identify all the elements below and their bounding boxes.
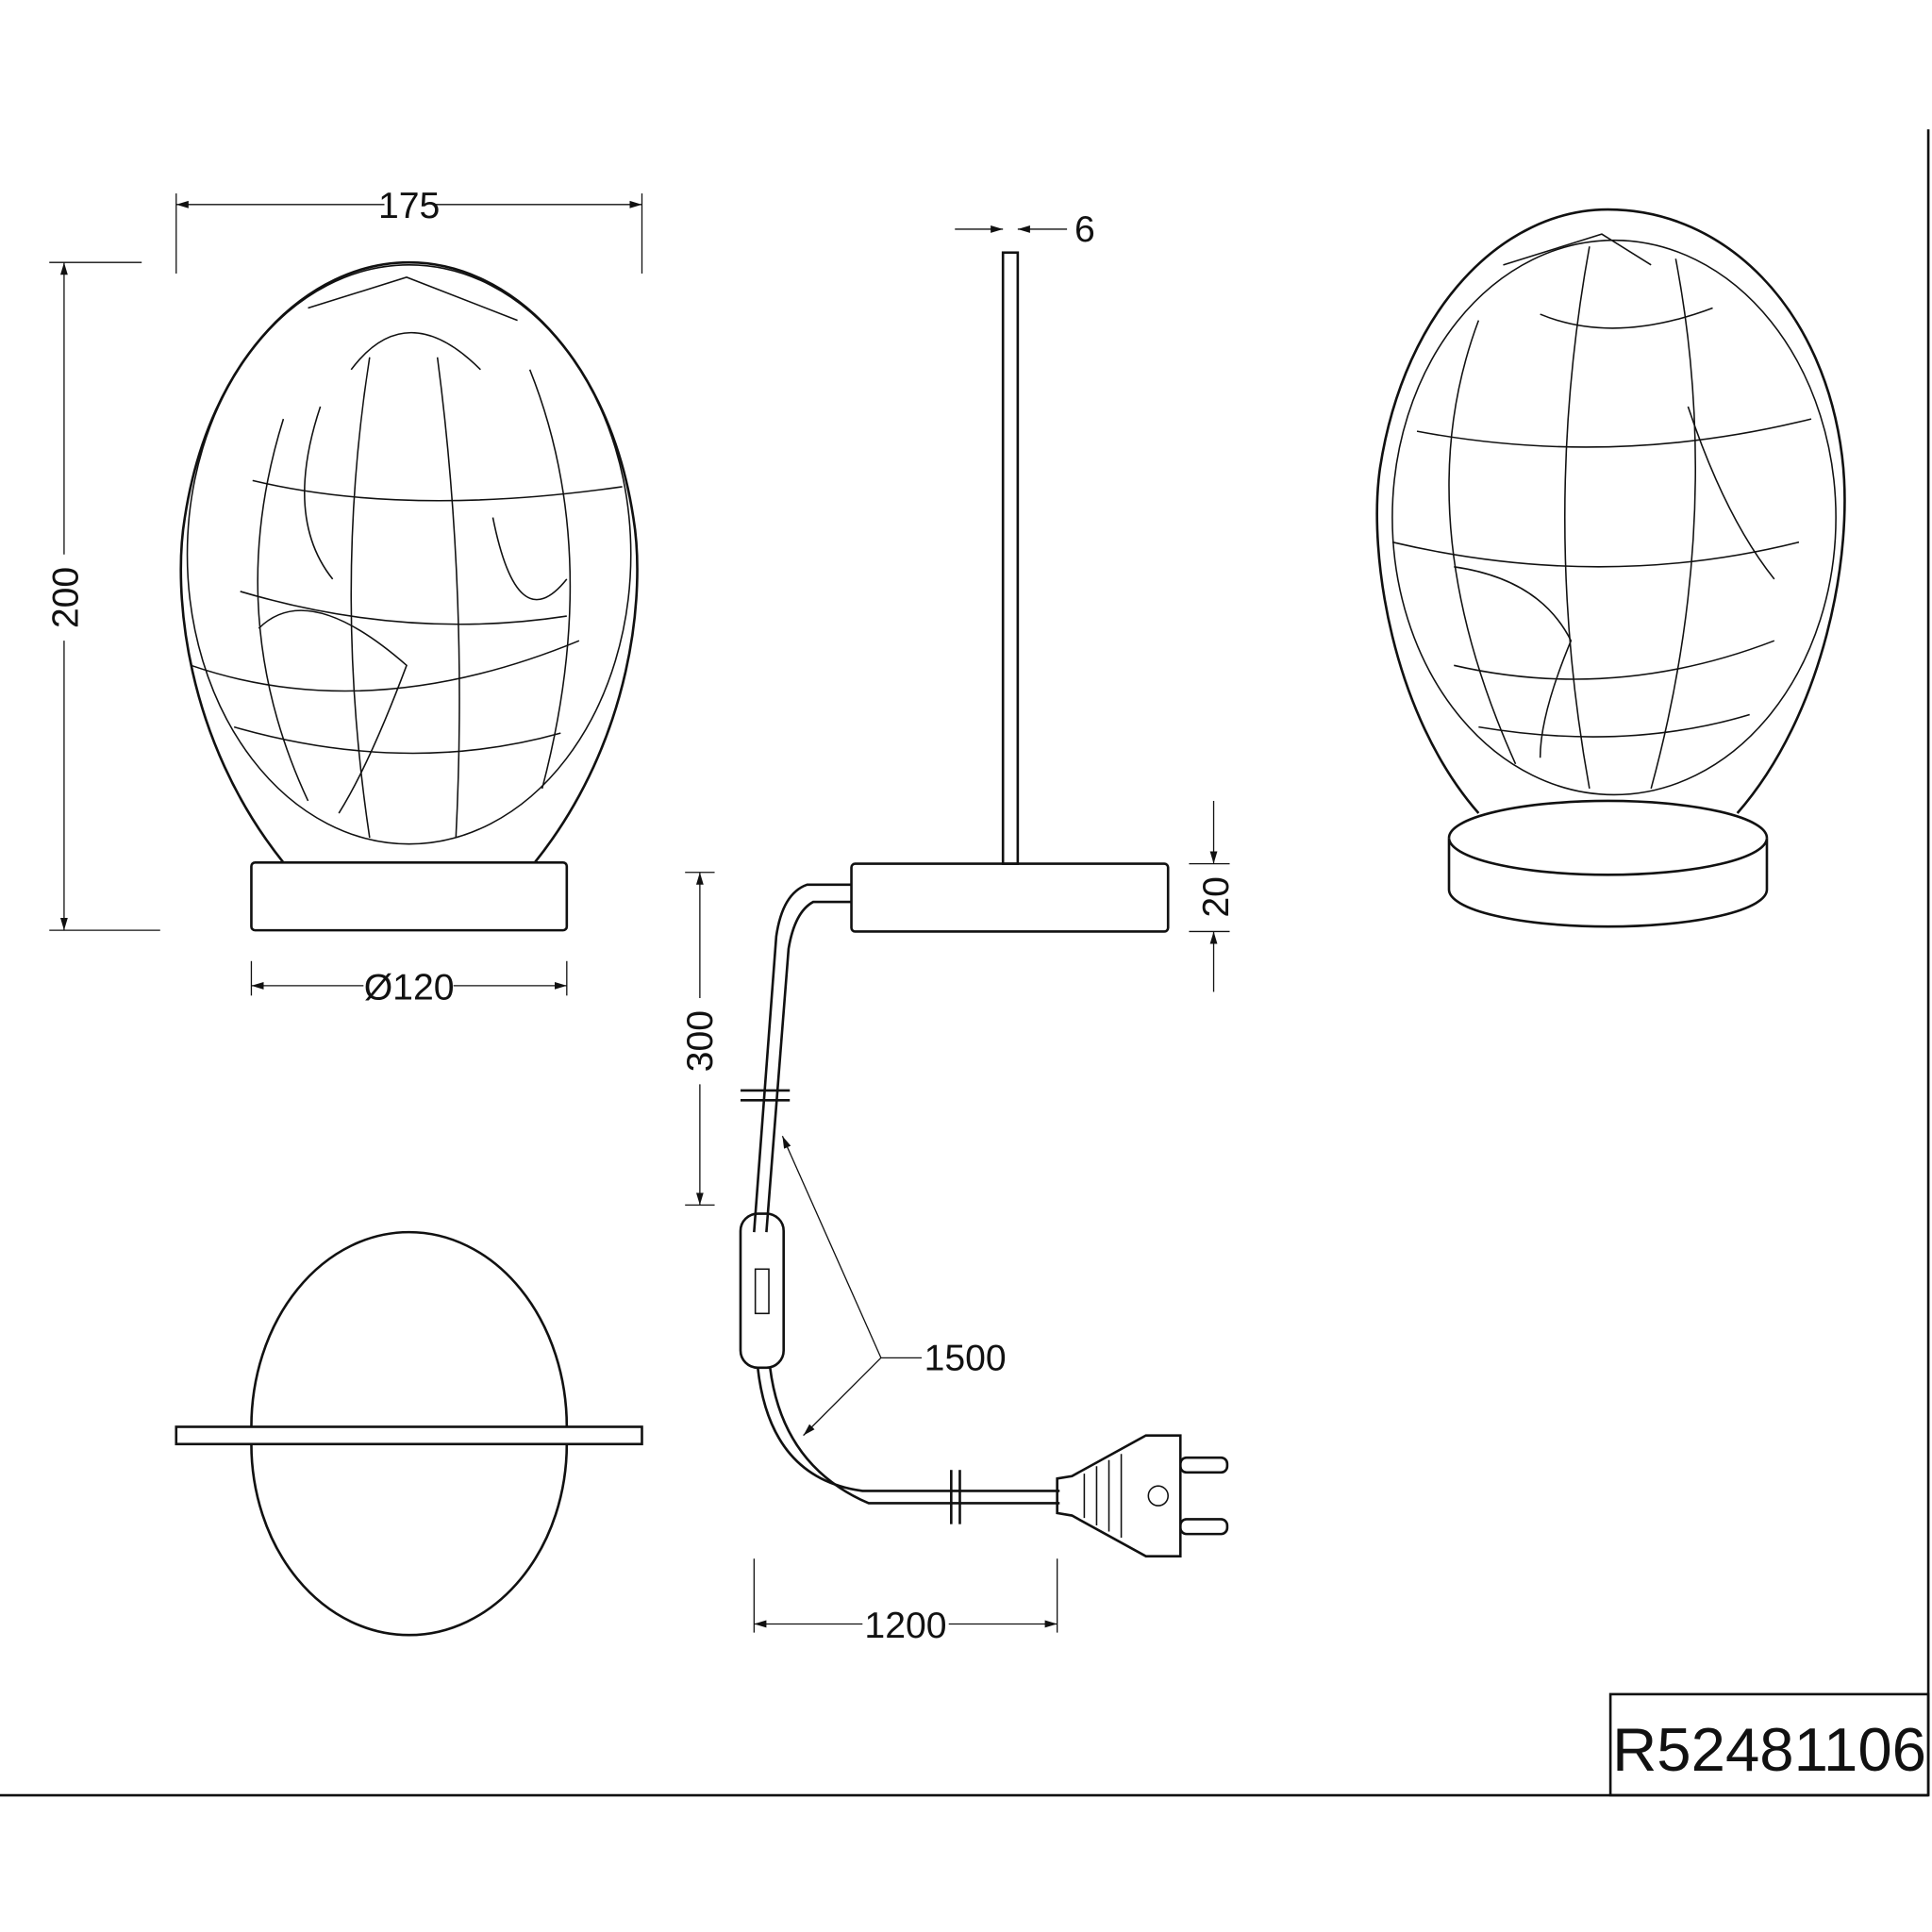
svg-text:175: 175: [378, 186, 440, 226]
perspective-view: [1375, 208, 1846, 928]
svg-text:6: 6: [1074, 209, 1095, 250]
svg-text:20: 20: [1196, 876, 1237, 918]
svg-text:200: 200: [45, 567, 86, 628]
plug: [1056, 1434, 1229, 1557]
plate-thickness-dimension: 6: [955, 209, 1095, 250]
svg-text:Ø120: Ø120: [364, 967, 455, 1008]
front-view: [179, 260, 639, 932]
title-block: [1608, 1692, 1930, 1797]
part-number: R52481106: [1612, 1715, 1926, 1784]
top-view: [175, 1230, 643, 1637]
cord-total-dimension: 1500: [781, 1135, 1007, 1437]
base-height-dimension: 20: [1189, 800, 1237, 992]
switch-to-plug-dimension: 1200: [753, 1558, 1058, 1646]
base-diameter-dimension: Ø120: [250, 960, 568, 1008]
width-dimension: 175: [175, 186, 643, 274]
inline-switch: [739, 1212, 785, 1370]
svg-text:1500: 1500: [924, 1338, 1007, 1378]
height-dimension: 200: [45, 261, 160, 931]
side-view: [739, 251, 1229, 1557]
svg-text:1200: 1200: [864, 1606, 946, 1646]
drawing-frame: R52481106: [0, 129, 1930, 1797]
svg-text:300: 300: [680, 1010, 721, 1072]
cord-to-switch-dimension: 300: [680, 872, 721, 1207]
